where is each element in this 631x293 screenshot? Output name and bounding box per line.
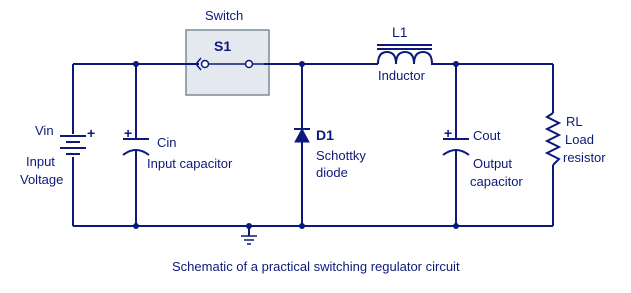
junction-dot	[299, 223, 305, 229]
cout-polarity: +	[444, 125, 452, 141]
load-designator: RL	[566, 114, 583, 129]
junction-dot	[133, 223, 139, 229]
cin-designator: Cin	[157, 135, 177, 150]
junction-dot	[133, 61, 139, 67]
diagram-caption: Schematic of a practical switching regul…	[172, 259, 460, 274]
ground-icon	[241, 226, 257, 245]
diode-designator: D1	[316, 127, 334, 143]
junction-dot	[299, 61, 305, 67]
cout-desc-line2: capacitor	[470, 174, 523, 189]
output-capacitor-icon	[442, 138, 470, 156]
junction-dot	[453, 223, 459, 229]
source-polarity: +	[87, 125, 95, 141]
source-desc-line2: Voltage	[20, 172, 63, 187]
switch-terminal-right	[244, 59, 254, 69]
switch-designator: S1	[214, 38, 231, 54]
cout-desc-line1: Output	[473, 156, 512, 171]
inductor-icon	[377, 44, 433, 65]
switch-arrow-icon	[195, 57, 202, 71]
source-designator: Vin	[35, 123, 54, 138]
switch-title: Switch	[205, 8, 243, 23]
diode-icon	[294, 127, 310, 143]
load-desc-line2: resistor	[563, 150, 606, 165]
resistor-icon	[544, 112, 562, 166]
cout-designator: Cout	[473, 128, 501, 143]
load-desc-line1: Load	[565, 132, 594, 147]
switch-box	[185, 29, 270, 96]
diode-desc-line2: diode	[316, 165, 348, 180]
diode-desc-line1: Schottky	[316, 148, 366, 163]
junction-dot	[453, 61, 459, 67]
source-desc-line1: Input	[26, 154, 55, 169]
cin-polarity: +	[124, 125, 132, 141]
inductor-name: Inductor	[378, 68, 426, 83]
capacitor-icon	[122, 138, 150, 156]
battery-icon	[60, 135, 86, 155]
cin-desc: Input capacitor	[147, 156, 233, 171]
inductor-designator: L1	[392, 24, 408, 40]
switch-terminal-left	[200, 59, 210, 69]
